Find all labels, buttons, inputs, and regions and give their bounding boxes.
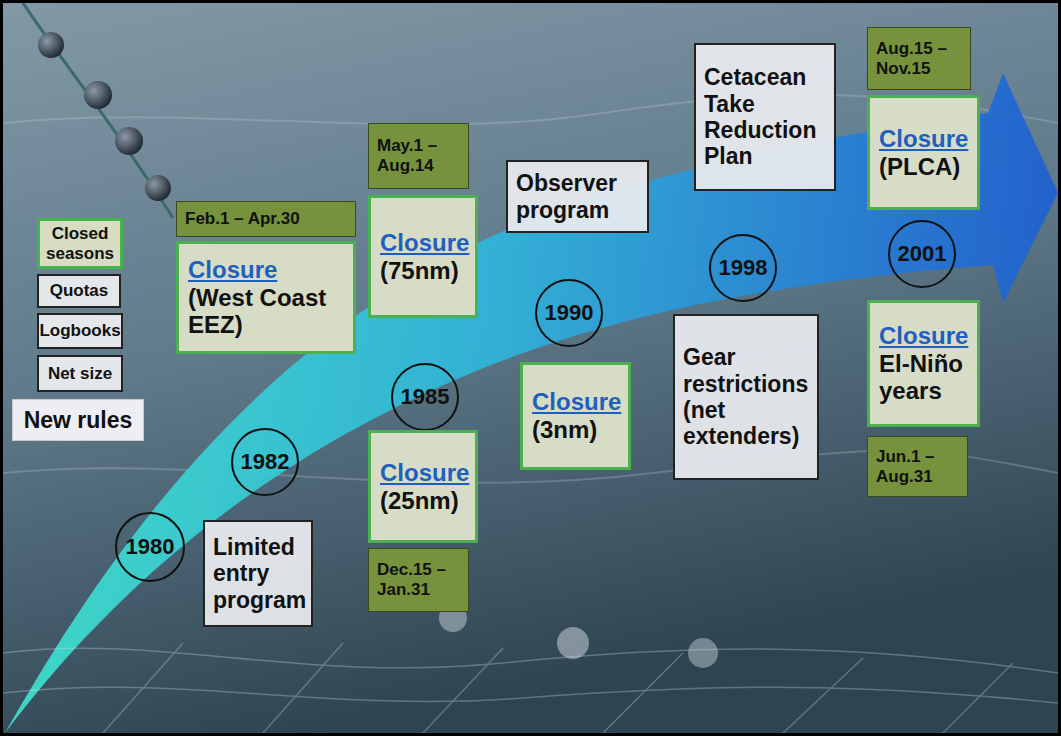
box-label: Quotas (50, 281, 109, 301)
closure-heading: Closure (532, 388, 621, 416)
box-label: Jun.1 – Aug.31 (876, 447, 959, 486)
date-box: Aug.15 – Nov.15 (867, 27, 971, 90)
box-label: (PLCA) (879, 153, 960, 181)
measure-box: Gear restrictions (net extenders) (673, 314, 819, 480)
box-label: Gear restrictions (net extenders) (683, 344, 809, 450)
closure-heading: Closure (188, 256, 277, 284)
date-box: May.1 – Aug.14 (368, 123, 469, 189)
box-label: Observer program (516, 170, 639, 223)
closure-heading: Closure (879, 322, 968, 350)
closure-box: Closure(75nm) (368, 195, 478, 318)
box-label: Logbooks (39, 321, 120, 341)
box-label: (75nm) (380, 257, 459, 285)
rule-box: Quotas (37, 274, 121, 308)
box-label: New rules (24, 407, 133, 433)
closure-box: Closure(West Coast EEZ) (176, 241, 356, 354)
rule-box: Net size (37, 355, 123, 392)
float-line (23, 3, 173, 218)
closure-heading: Closure (380, 459, 469, 487)
box-label: Feb.1 – Apr.30 (185, 209, 300, 229)
rule-box: Logbooks (37, 313, 123, 349)
box-label: 1982 (241, 449, 290, 474)
closure-box: Closure(3nm) (520, 362, 631, 470)
box-label: (West Coast EEZ) (188, 284, 344, 339)
box-label: 1985 (401, 384, 450, 409)
date-box: Dec.15 – Jan.31 (368, 548, 469, 612)
box-label: Net size (48, 364, 112, 384)
measure-box: Limited entry program (203, 520, 313, 627)
rule-box: Closed seasons (37, 218, 123, 269)
blurred-floats (439, 604, 718, 668)
group-label-box: New rules (12, 399, 144, 441)
year-circle: 1985 (391, 363, 459, 431)
box-label: 1980 (126, 534, 175, 559)
year-circle: 1998 (709, 234, 777, 302)
box-label: Dec.15 – Jan.31 (377, 560, 460, 599)
closure-heading: Closure (879, 125, 968, 153)
year-circle: 1990 (535, 279, 603, 347)
box-label: May.1 – Aug.14 (377, 136, 460, 175)
closure-box: Closure(PLCA) (867, 95, 980, 210)
box-label: (25nm) (380, 487, 459, 515)
box-label: Aug.15 – Nov.15 (876, 39, 962, 78)
water-background (3, 3, 1058, 733)
box-label: El-Niño years (879, 350, 968, 405)
date-box: Feb.1 – Apr.30 (176, 201, 356, 237)
box-label: 2001 (898, 241, 947, 266)
year-circle: 1982 (231, 428, 299, 496)
year-circle: 2001 (888, 220, 956, 288)
closure-heading: Closure (380, 229, 469, 257)
measure-box: Observer program (506, 160, 649, 233)
box-label: 1998 (719, 255, 768, 280)
measure-box: Cetacean Take Reduction Plan (694, 43, 836, 191)
year-circle: 1980 (115, 512, 185, 582)
box-label: Cetacean Take Reduction Plan (704, 64, 826, 170)
date-box: Jun.1 – Aug.31 (867, 436, 968, 497)
box-label: Limited entry program (213, 534, 306, 613)
timeline-arrow (5, 73, 1058, 733)
box-label: 1990 (545, 300, 594, 325)
closure-box: Closure(25nm) (368, 430, 478, 543)
box-label: (3nm) (532, 416, 597, 444)
box-label: Closed seasons (45, 224, 115, 263)
closure-box: ClosureEl-Niño years (867, 300, 980, 427)
net-mesh (3, 643, 1058, 733)
